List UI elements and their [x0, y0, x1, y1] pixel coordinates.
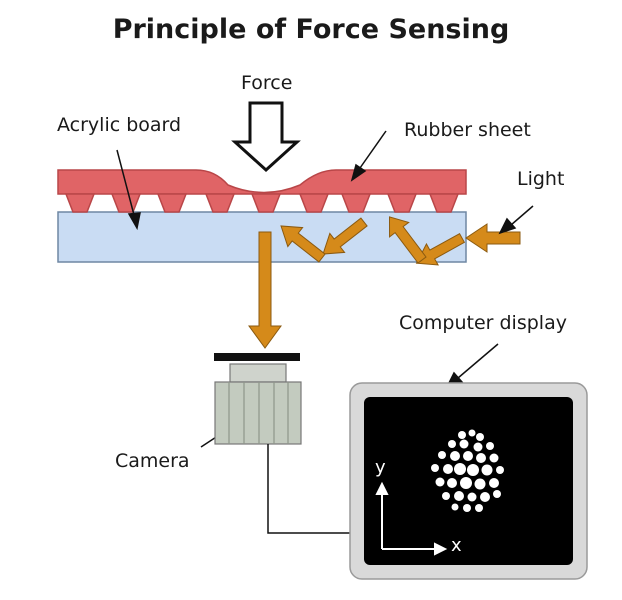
light-reflection-arrow-3 [322, 217, 368, 255]
light-arrows [248, 216, 521, 349]
force-label: Force [241, 72, 293, 94]
light-label: Light [517, 168, 565, 190]
force-arrow-icon [231, 101, 301, 173]
dot-pattern [431, 429, 504, 512]
light-reflection-arrow-4 [280, 225, 326, 263]
camera-label: Camera [115, 450, 190, 472]
diagram-title: Principle of Force Sensing [112, 14, 510, 45]
axis-x-label: x [451, 535, 462, 556]
rubber-sheet [57, 169, 467, 213]
light-down-arrow [248, 231, 282, 349]
axes-icon [375, 481, 448, 556]
camera-cable [267, 444, 352, 534]
axis-y-label: y [375, 457, 386, 478]
light-in-arrow [465, 223, 521, 253]
light-reflection-arrow-2 [389, 216, 427, 264]
rubber-sheet-label: Rubber sheet [404, 119, 531, 141]
computer-display-label: Computer display [399, 312, 567, 334]
camera-icon [214, 353, 302, 445]
acrylic-board-label: Acrylic board [57, 114, 182, 136]
